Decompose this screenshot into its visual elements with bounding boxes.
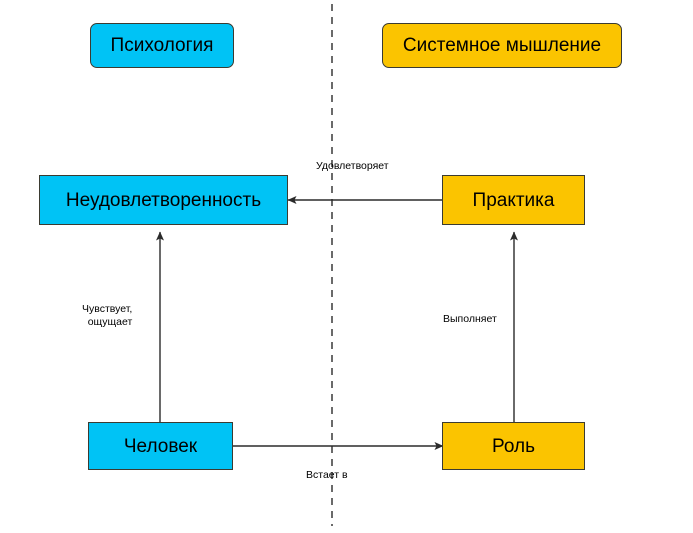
node-psychology[interactable]: Психология [90, 23, 234, 68]
edge-label-steps-into: Встает в [306, 469, 348, 481]
node-dissatisfaction[interactable]: Неудовлетворенность [39, 175, 288, 225]
node-psychology-label: Психология [110, 35, 214, 56]
node-practice-label: Практика [472, 189, 555, 211]
node-role-label: Роль [492, 435, 535, 457]
edge-label-satisfies: Удовлетворяет [316, 160, 389, 172]
node-dissatisfaction-label: Неудовлетворенность [65, 189, 262, 211]
node-systems-thinking-label: Системное мышление [402, 35, 602, 56]
node-practice[interactable]: Практика [442, 175, 585, 225]
node-person-label: Человек [123, 435, 198, 457]
edge-label-performs: Выполняет [443, 313, 497, 325]
node-systems-thinking[interactable]: Системное мышление [382, 23, 622, 68]
node-role[interactable]: Роль [442, 422, 585, 470]
node-person[interactable]: Человек [88, 422, 233, 470]
edge-label-feels: Чувствует, ощущает [82, 303, 133, 329]
